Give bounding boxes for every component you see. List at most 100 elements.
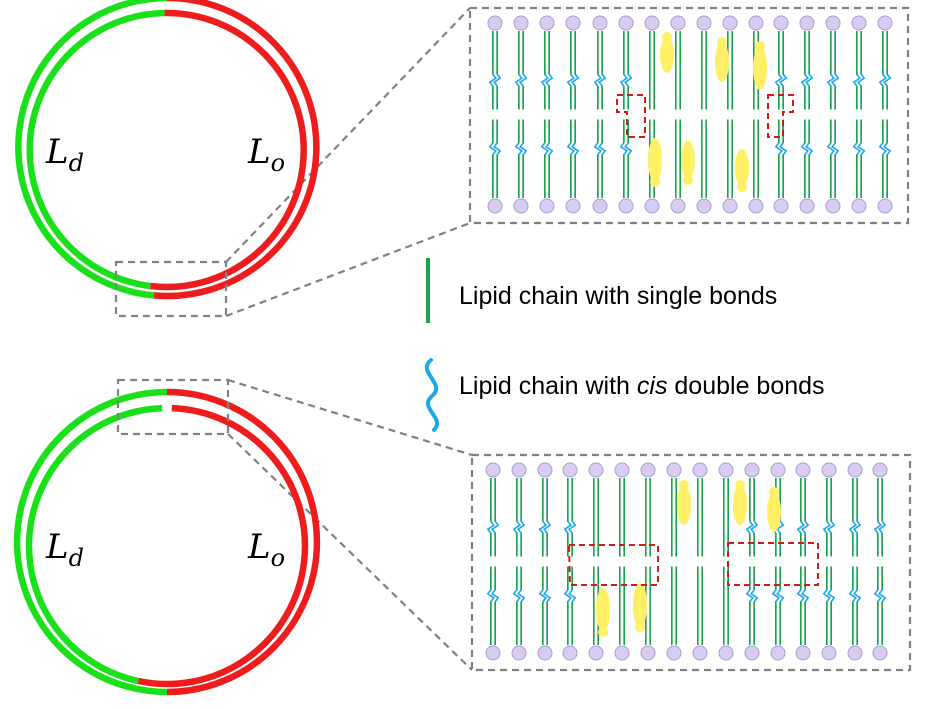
headgroup: [877, 198, 893, 214]
headgroup: [592, 198, 608, 214]
lipid: [614, 566, 630, 661]
cholesterol-head: [737, 182, 747, 192]
headgroup: [748, 198, 764, 214]
lipid: [670, 119, 686, 214]
headgroup: [773, 198, 789, 214]
disordered-arc-inner: [25, 404, 163, 685]
cholesterol: [733, 480, 747, 525]
lipid: [799, 15, 815, 110]
cholesterol-body: [648, 138, 662, 182]
lipid: [821, 566, 837, 661]
headgroup: [692, 645, 708, 661]
headgroup: [513, 198, 529, 214]
lipid: [562, 462, 578, 557]
lipid: [513, 15, 529, 110]
lipid: [485, 566, 501, 661]
headgroup: [825, 198, 841, 214]
lipid: [773, 15, 789, 110]
cholesterol-body: [767, 492, 781, 532]
zoom-guide-line: [227, 378, 473, 457]
lipid: [718, 566, 734, 661]
domain-boundary-highlight: [567, 544, 659, 586]
headgroup: [851, 15, 867, 31]
zoom-guide-lines: [225, 7, 473, 671]
lo-label: Lo: [247, 527, 285, 572]
headgroup: [770, 645, 786, 661]
cholesterol: [648, 138, 662, 187]
bottom-vesicle: Ld Lo: [13, 388, 321, 696]
lipid: [618, 119, 634, 214]
lipid: [770, 566, 786, 661]
headgroup: [565, 198, 581, 214]
headgroup: [722, 15, 738, 31]
lipid: [744, 462, 760, 557]
cholesterol: [735, 149, 749, 192]
headgroup: [562, 462, 578, 478]
cholesterol: [715, 37, 729, 82]
lipid: [511, 462, 527, 557]
headgroup: [770, 462, 786, 478]
disordered-arc-outer: [15, 0, 168, 299]
cholesterol-body: [633, 583, 647, 627]
lipid: [795, 462, 811, 557]
lipid: [847, 566, 863, 661]
headgroup: [487, 15, 503, 31]
cholesterol-head: [679, 480, 689, 490]
headgroup: [821, 645, 837, 661]
lipid: [877, 15, 893, 110]
headgroup: [851, 198, 867, 214]
cholesterol: [767, 487, 781, 532]
lipid: [487, 15, 503, 110]
lipid: [692, 566, 708, 661]
headgroup: [644, 198, 660, 214]
ld-label: Ld: [45, 132, 84, 177]
headgroup: [539, 198, 555, 214]
cholesterol-body: [715, 42, 729, 82]
bottom-panel-frame: [470, 453, 912, 672]
headgroup: [821, 462, 837, 478]
cholesterol-head: [735, 480, 745, 490]
headgroup: [539, 15, 555, 31]
cholesterol-body: [677, 485, 691, 525]
cholesterol: [681, 140, 695, 185]
ordered-arc-outer: [166, 388, 321, 696]
headgroup: [537, 645, 553, 661]
cholesterol: [660, 32, 674, 73]
lipid: [722, 15, 738, 110]
cholesterol: [677, 480, 691, 525]
lipid: [565, 119, 581, 214]
headgroup: [592, 15, 608, 31]
lipid: [825, 15, 841, 110]
cholesterol-head: [769, 487, 779, 497]
headgroup: [795, 645, 811, 661]
disordered-arc-outer: [13, 388, 168, 696]
headgroup: [618, 198, 634, 214]
lipid: [696, 119, 712, 214]
lipid: [539, 119, 555, 214]
cholesterol-body: [753, 46, 767, 90]
lipid: [537, 462, 553, 557]
lipid: [821, 462, 837, 557]
cholesterol-head: [662, 32, 672, 42]
headgroup: [511, 645, 527, 661]
headgroup: [666, 645, 682, 661]
headgroup: [718, 645, 734, 661]
headgroup: [744, 645, 760, 661]
lipid: [851, 119, 867, 214]
lipid: [666, 566, 682, 661]
headgroup: [696, 15, 712, 31]
headgroup: [872, 462, 888, 478]
headgroup: [795, 462, 811, 478]
bottom-bilayer-panel: [470, 453, 912, 672]
cholesterol-body: [733, 485, 747, 525]
headgroup: [644, 15, 660, 31]
headgroup: [718, 462, 734, 478]
lipid: [696, 15, 712, 110]
lipid: [614, 462, 630, 557]
lipid: [851, 15, 867, 110]
headgroup: [773, 15, 789, 31]
lipid: [718, 462, 734, 557]
lipid: [513, 119, 529, 214]
zoom-guide-line: [225, 221, 471, 318]
ld-label: Ld: [45, 527, 84, 572]
